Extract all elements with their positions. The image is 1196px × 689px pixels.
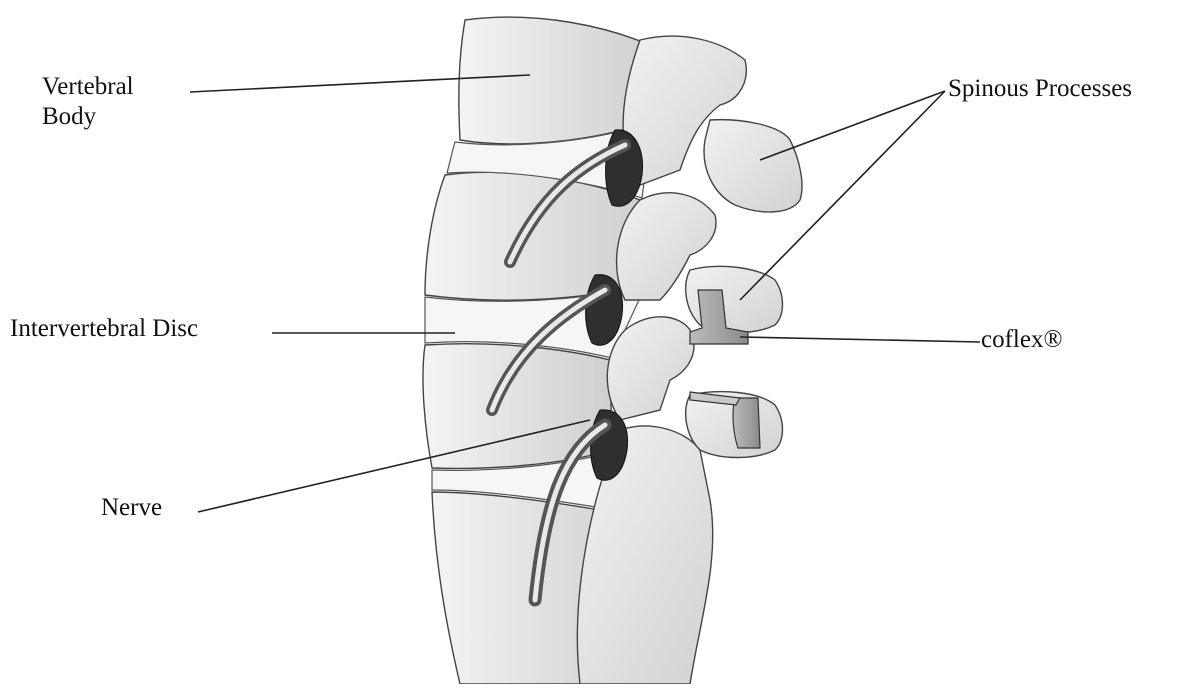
coflex-label: coflex®: [981, 325, 1062, 355]
leader-spinous-top: [760, 91, 945, 160]
spinous-processes-label: Spinous Processes: [948, 74, 1132, 104]
vertebral-body-label: Vertebral Body: [42, 72, 134, 132]
leader-coflex: [740, 337, 980, 342]
nerve-label: Nerve: [101, 493, 162, 523]
vertebral-body-label-line1: Vertebral: [42, 72, 134, 102]
vertebral-body-label-line2: Body: [42, 102, 134, 132]
spinous-process-top: [704, 120, 802, 212]
coflex-implant-lower: [733, 398, 760, 448]
intervertebral-disc-label: Intervertebral Disc: [10, 314, 198, 344]
